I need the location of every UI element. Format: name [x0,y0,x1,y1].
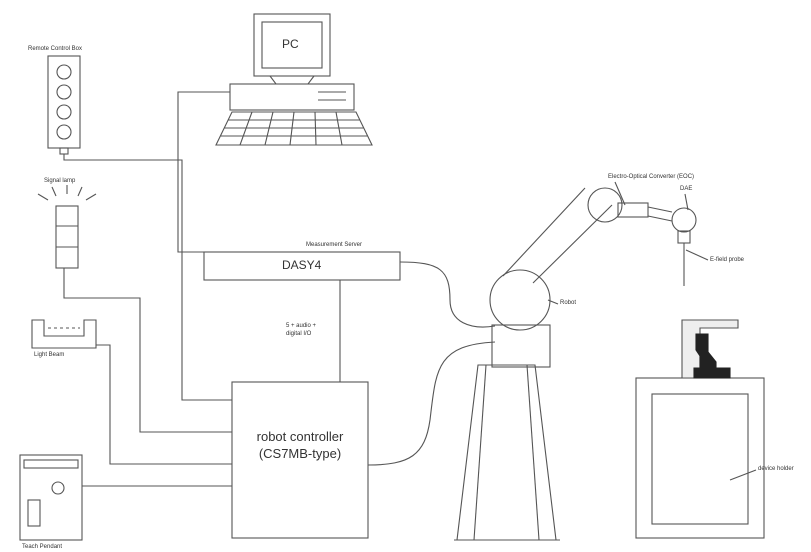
measurement-server-label: Measurement Server [306,242,363,248]
light-beam [31,319,97,349]
device-holder-label: device holder [758,466,794,472]
robot-controller-box [231,381,369,539]
device-holder [635,319,765,539]
pc-label: PC [282,37,299,51]
teach-pendant [19,454,83,541]
measurement-server-box [203,251,401,281]
signal-lamp [37,185,97,269]
cables [63,91,496,487]
dasy4-label: DASY4 [282,258,322,272]
e-field-probe-label: E-field probe [710,257,745,263]
signal-lamp-label: Signal lamp [44,178,76,184]
leader-lines [547,181,757,481]
robot-label: Robot [560,300,577,306]
robot [454,187,697,541]
teach-pendant-label: Teach Pendant [22,544,63,550]
dae-label: DAE [680,186,693,192]
light-beam-label: Light Beam [34,352,65,358]
remote-control-box-label: Remote Control Box [28,46,83,52]
io-cable-label: 5 + audio + digital I/O [286,323,317,337]
eoc-label: Electro-Optical Converter (EOC) [608,174,695,180]
pc [215,13,373,146]
remote-control-box [47,55,81,155]
robot-controller-label: robot controller (CS7MB-type) [256,429,344,461]
